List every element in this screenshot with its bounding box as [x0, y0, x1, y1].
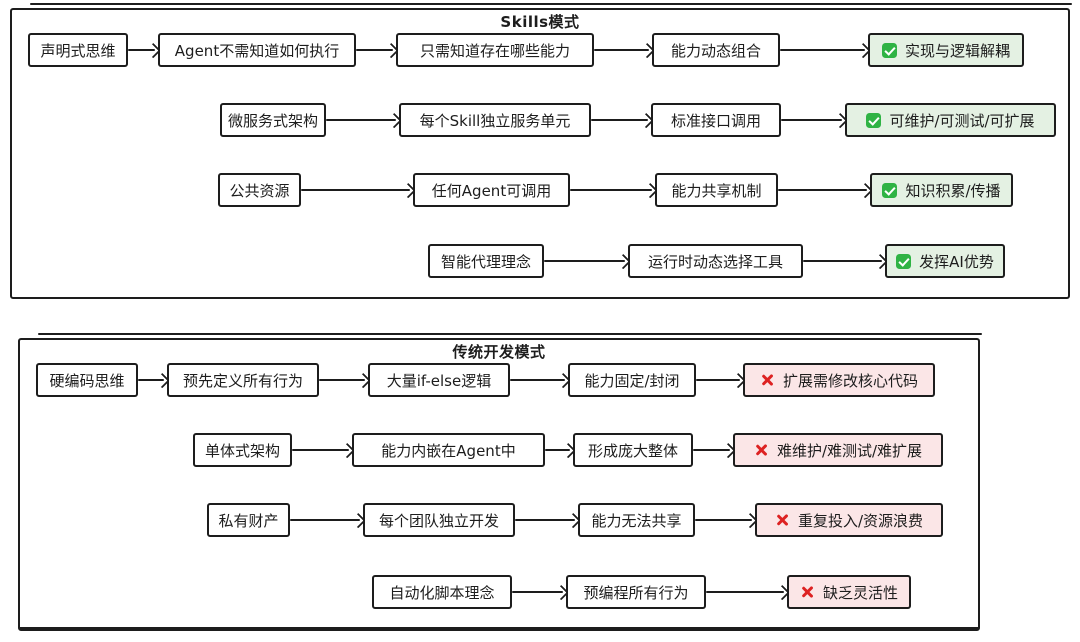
result-node: 扩展需修改核心代码 [743, 363, 935, 397]
result-label: 知识积累/传播 [905, 181, 1001, 200]
flow-arrow [545, 443, 573, 457]
flow-node: 能力固定/封闭 [568, 363, 696, 397]
flow-arrow [515, 513, 578, 527]
flow-arrow [570, 183, 655, 197]
flow-node: 每个团队独立开发 [363, 503, 515, 537]
flow-arrow [693, 443, 733, 457]
cross-icon [775, 513, 790, 528]
flow-arrow [780, 43, 868, 57]
flow-node: 形成庞大整体 [573, 433, 693, 467]
flow-node: 公共资源 [218, 173, 301, 207]
flow-arrow [510, 373, 568, 387]
flow-node: 能力内嵌在Agent中 [352, 433, 545, 467]
flow-node: 大量if-else逻辑 [368, 363, 510, 397]
traditional-panel: 传统开发模式 [18, 333, 982, 631]
flow-node: 微服务式架构 [220, 103, 326, 137]
flow-arrow [591, 113, 651, 127]
flow-arrow [594, 43, 652, 57]
flow-node: 单体式架构 [193, 433, 292, 467]
flow-node: 硬编码思维 [36, 363, 138, 397]
result-node: 可维护/可测试/可扩展 [845, 103, 1056, 137]
flow-node: 任何Agent可调用 [413, 173, 570, 207]
flow-arrow [544, 254, 628, 268]
result-label: 实现与逻辑解耦 [904, 41, 1010, 60]
flow-arrow [326, 113, 399, 127]
flow-node: 私有财产 [207, 503, 290, 537]
cross-icon [800, 585, 815, 600]
cross-icon [760, 373, 775, 388]
flow-arrow [292, 443, 352, 457]
flow-arrow [696, 373, 743, 387]
result-node: 缺乏灵活性 [787, 575, 911, 609]
flow-node: 智能代理理念 [428, 244, 544, 278]
flow-arrow [128, 43, 158, 57]
flow-node: 自动化脚本理念 [372, 575, 512, 609]
flow-arrow [356, 43, 396, 57]
flow-node: 能力无法共享 [578, 503, 695, 537]
flow-arrow [138, 373, 167, 387]
flow-arrow [706, 585, 787, 599]
flow-arrow [778, 183, 870, 197]
flow-node: 能力动态组合 [652, 33, 780, 67]
flow-node: 声明式思维 [28, 33, 128, 67]
flow-node: 只需知道存在哪些能力 [396, 33, 594, 67]
check-icon [881, 42, 897, 58]
flow-arrow [781, 113, 845, 127]
flow-arrow [301, 183, 413, 197]
skills-panel: Skills模式 [10, 3, 1072, 299]
result-node: 重复投入/资源浪费 [755, 503, 943, 537]
flow-arrow [512, 585, 566, 599]
result-label: 重复投入/资源浪费 [797, 511, 924, 530]
check-icon [896, 253, 912, 269]
result-label: 发挥AI优势 [919, 252, 994, 271]
result-label: 扩展需修改核心代码 [782, 371, 918, 390]
flow-node: 能力共享机制 [655, 173, 778, 207]
flow-arrow [319, 373, 368, 387]
flow-node: Agent不需知道如何执行 [158, 33, 356, 67]
flow-arrow [695, 513, 755, 527]
flow-node: 运行时动态选择工具 [628, 244, 803, 278]
result-node: 知识积累/传播 [870, 173, 1013, 207]
flow-node: 标准接口调用 [651, 103, 781, 137]
flow-arrow [290, 513, 363, 527]
flow-arrow [803, 254, 885, 268]
result-label: 缺乏灵活性 [822, 583, 898, 602]
result-label: 可维护/可测试/可扩展 [889, 111, 1035, 130]
flow-node: 每个Skill独立服务单元 [399, 103, 591, 137]
check-icon [882, 182, 898, 198]
flow-node: 预编程所有行为 [566, 575, 706, 609]
result-label: 难维护/难测试/难扩展 [776, 441, 923, 460]
panel-title: 传统开发模式 [452, 343, 546, 361]
check-icon [866, 112, 882, 128]
result-node: 实现与逻辑解耦 [868, 33, 1024, 67]
flow-node: 预先定义所有行为 [167, 363, 319, 397]
result-node: 难维护/难测试/难扩展 [733, 433, 943, 467]
cross-icon [754, 443, 769, 458]
result-node: 发挥AI优势 [885, 244, 1005, 278]
panel-title: Skills模式 [500, 13, 580, 31]
